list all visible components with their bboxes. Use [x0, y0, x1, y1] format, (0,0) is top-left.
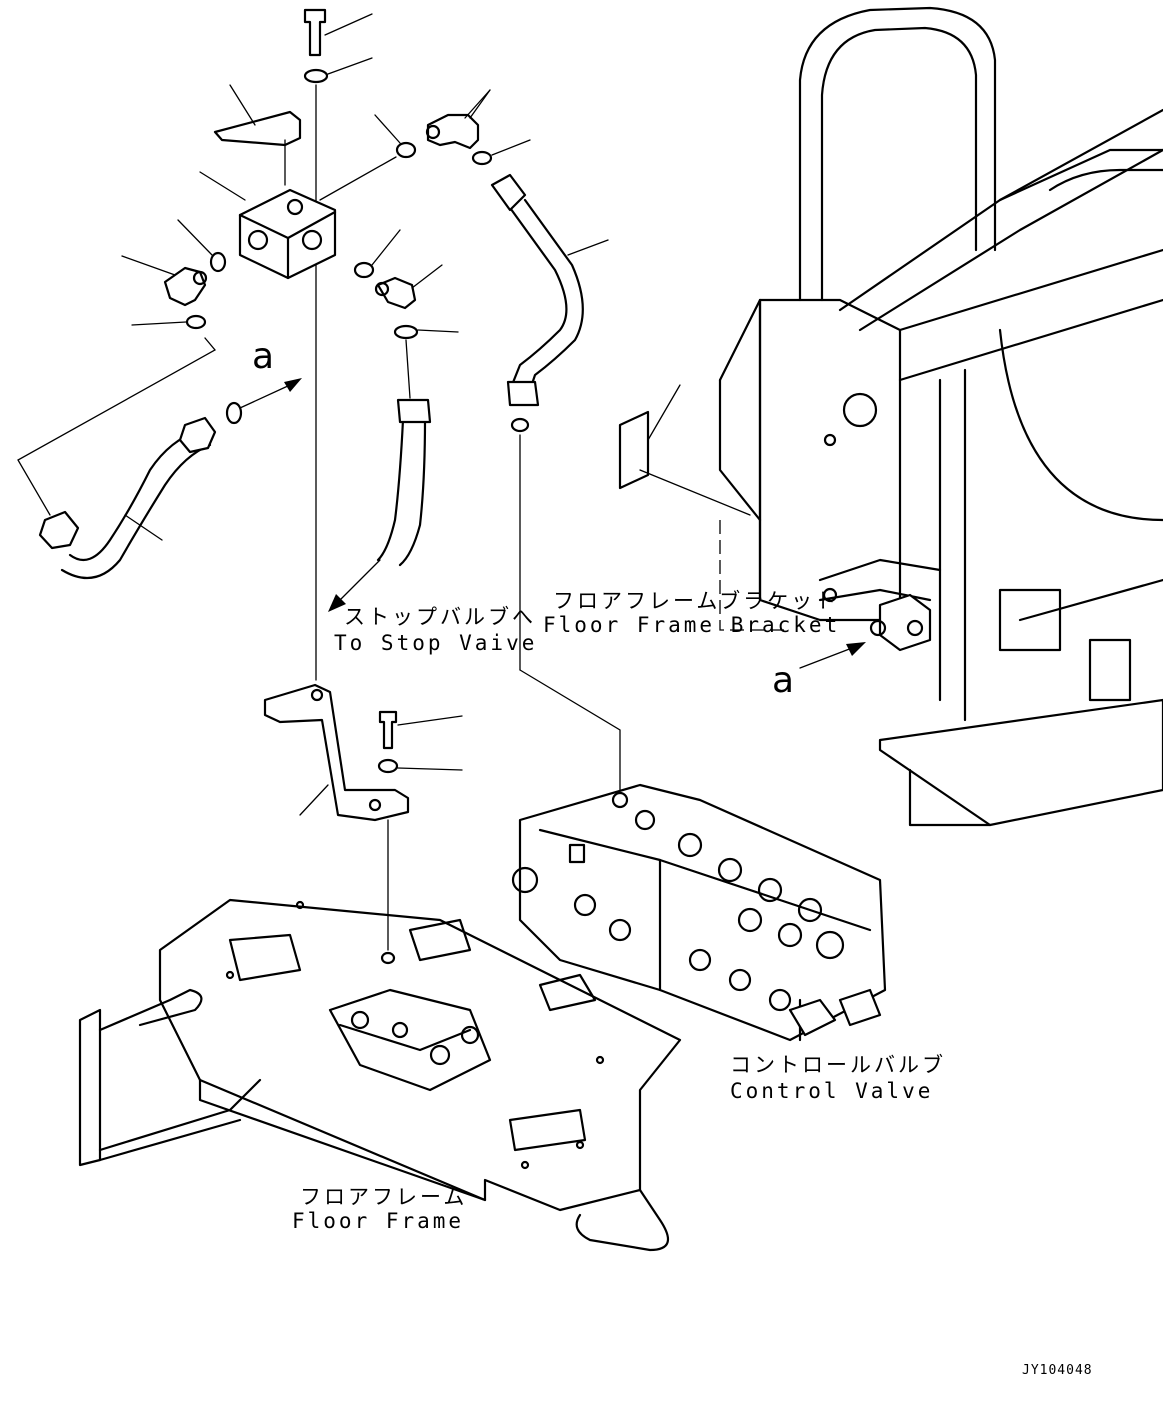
- floor-frame-label-jp: フロアフレーム: [300, 1185, 468, 1209]
- view-arrows: [239, 378, 866, 669]
- cab-floor-frame-bracket-assembly: [618, 6, 1163, 827]
- control-valve-label-en: Control Valve: [730, 1079, 934, 1103]
- pipe-bracket-assembly: [263, 683, 463, 951]
- label-leaders: [464, 89, 491, 119]
- stop-valve-label-jp: ストップバルブへ: [344, 605, 536, 629]
- drawing-code: JY104048: [1022, 1363, 1093, 1378]
- control-valve: [511, 783, 887, 1042]
- view-ref-a-lower: a: [772, 660, 795, 701]
- view-ref-a-upper: a: [252, 336, 275, 377]
- control-valve-label-jp: コントロールバルブ: [730, 1053, 946, 1077]
- hoses: [17, 173, 621, 791]
- floor-frame-bracket-label-jp: フロアフレームブラケット: [553, 589, 840, 613]
- stop-valve-label-en: To Stop Vaive: [334, 631, 538, 655]
- floor-frame-bracket-label-en: Floor Frame Bracket: [543, 613, 841, 637]
- floor-frame-label-en: Floor Frame: [292, 1209, 465, 1233]
- valve-block-assembly: [121, 8, 531, 681]
- floor-frame: [78, 898, 682, 1252]
